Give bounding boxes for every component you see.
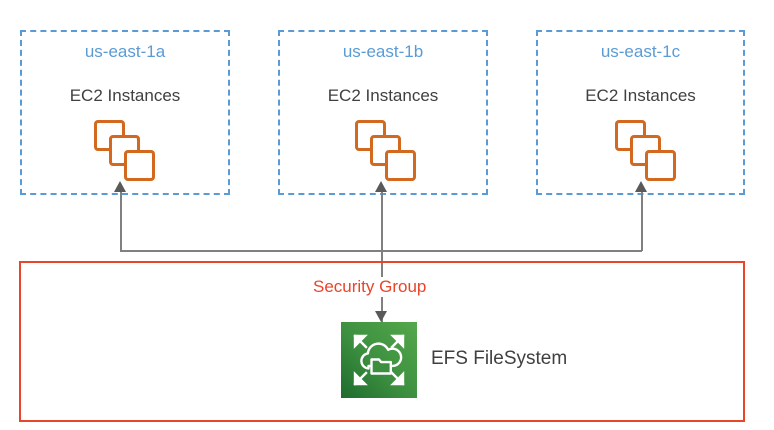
- efs-filesystem-label: EFS FileSystem: [431, 348, 568, 369]
- arrow-up-us-east-1b: [375, 181, 387, 192]
- connector-riser-us-east-1a: [120, 192, 122, 251]
- ec2-square-front: [124, 150, 155, 181]
- ec2-square-front: [645, 150, 676, 181]
- availability-zone-box-us-east-1c[interactable]: [536, 30, 745, 195]
- ec2-instances-label-us-east-1b: EC2 Instances: [327, 86, 439, 105]
- arrow-up-us-east-1a: [114, 181, 126, 192]
- security-group-label: Security Group: [310, 277, 430, 297]
- ec2-instances-icon-us-east-1a[interactable]: [94, 120, 156, 182]
- connector-riser-us-east-1b: [381, 192, 383, 251]
- ec2-instances-label-us-east-1c: EC2 Instances: [585, 86, 696, 105]
- connector-riser-us-east-1c: [641, 192, 643, 251]
- availability-zone-box-us-east-1b[interactable]: [278, 30, 488, 195]
- ec2-square-front: [385, 150, 416, 181]
- arrow-down-to-efs: [375, 311, 387, 322]
- availability-zone-label-us-east-1c: us-east-1c: [600, 42, 681, 61]
- ec2-instances-label-us-east-1a: EC2 Instances: [69, 86, 181, 105]
- availability-zone-label-us-east-1a: us-east-1a: [84, 42, 166, 61]
- arrow-up-us-east-1c: [635, 181, 647, 192]
- availability-zone-label-us-east-1b: us-east-1b: [342, 42, 424, 61]
- availability-zone-box-us-east-1a[interactable]: [20, 30, 230, 195]
- ec2-instances-icon-us-east-1b[interactable]: [355, 120, 417, 182]
- ec2-instances-icon-us-east-1c[interactable]: [615, 120, 677, 182]
- efs-filesystem-icon[interactable]: [341, 322, 417, 398]
- security-group-box[interactable]: [19, 261, 745, 422]
